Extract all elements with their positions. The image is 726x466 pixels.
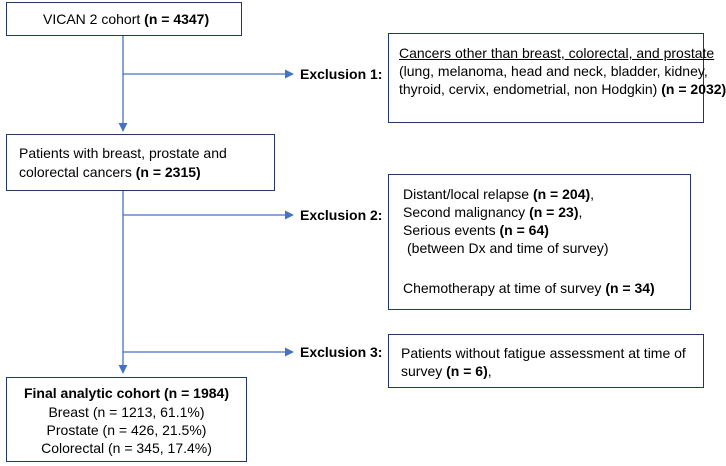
exclusion-1-label: Exclusion 1: [300, 66, 383, 82]
exclusion-3-label: Exclusion 3: [300, 344, 383, 360]
exclusion-1-line2: (lung, melanoma, head and neck, bladder,… [399, 63, 708, 79]
final-colorectal: Colorectal (n = 345, 17.4%) [41, 440, 212, 456]
flow-connectors [118, 36, 294, 374]
exclusion-1-count: (n = 2032) [661, 81, 726, 97]
patients-box: Patients with breast, prostate and color… [6, 134, 275, 191]
patients-count: (n = 2315) [135, 164, 201, 180]
exclusion-3-line1: Patients without fatigue assessment at t… [401, 345, 686, 361]
final-breast: Breast (n = 1213, 61.1%) [48, 404, 205, 420]
final-cohort-title: Final analytic cohort (n = 1984) [23, 385, 229, 401]
cohort-label: VICAN 2 cohort [43, 11, 145, 27]
exclusion-3-count: (n = 6) [446, 363, 488, 379]
cohort-count: (n = 4347) [144, 11, 210, 27]
exclusion-1-line3: thyroid, cervix, endometrial, non Hodgki… [399, 81, 726, 97]
cohort-box: VICAN 2 cohort (n = 4347) [6, 2, 242, 36]
final-prostate: Prostate (n = 426, 21.5%) [46, 422, 207, 438]
exclusion-3-box: Patients without fatigue assessment at t… [388, 334, 704, 388]
exclusion-2-item3: Serious events (n = 64) [403, 222, 549, 238]
exclusion-1-title: Cancers other than breast, colorectal, a… [399, 45, 715, 61]
exclusion-2-item4: Chemotherapy at time of survey (n = 34) [403, 280, 655, 296]
exclusion-2-item3-note: (between Dx and time of survey) [407, 240, 609, 256]
exclusion-3-line2: survey (n = 6), [401, 363, 492, 379]
exclusion-2-box: Distant/local relapse (n = 204), Second … [388, 174, 691, 310]
exclusion-1-box: Cancers other than breast, colorectal, a… [388, 33, 726, 123]
patients-line1: Patients with breast, prostate and [19, 145, 227, 161]
final-cohort-box: Final analytic cohort (n = 1984) Breast … [6, 377, 247, 462]
exclusion-2-item1: Distant/local relapse (n = 204), [403, 186, 595, 202]
cohort-text: VICAN 2 cohort (n = 4347) [43, 10, 209, 28]
patients-line2: colorectal cancers (n = 2315) [19, 164, 201, 180]
exclusion-2-label: Exclusion 2: [300, 207, 383, 223]
exclusion-2-item2: Second malignancy (n = 23), [403, 204, 583, 220]
